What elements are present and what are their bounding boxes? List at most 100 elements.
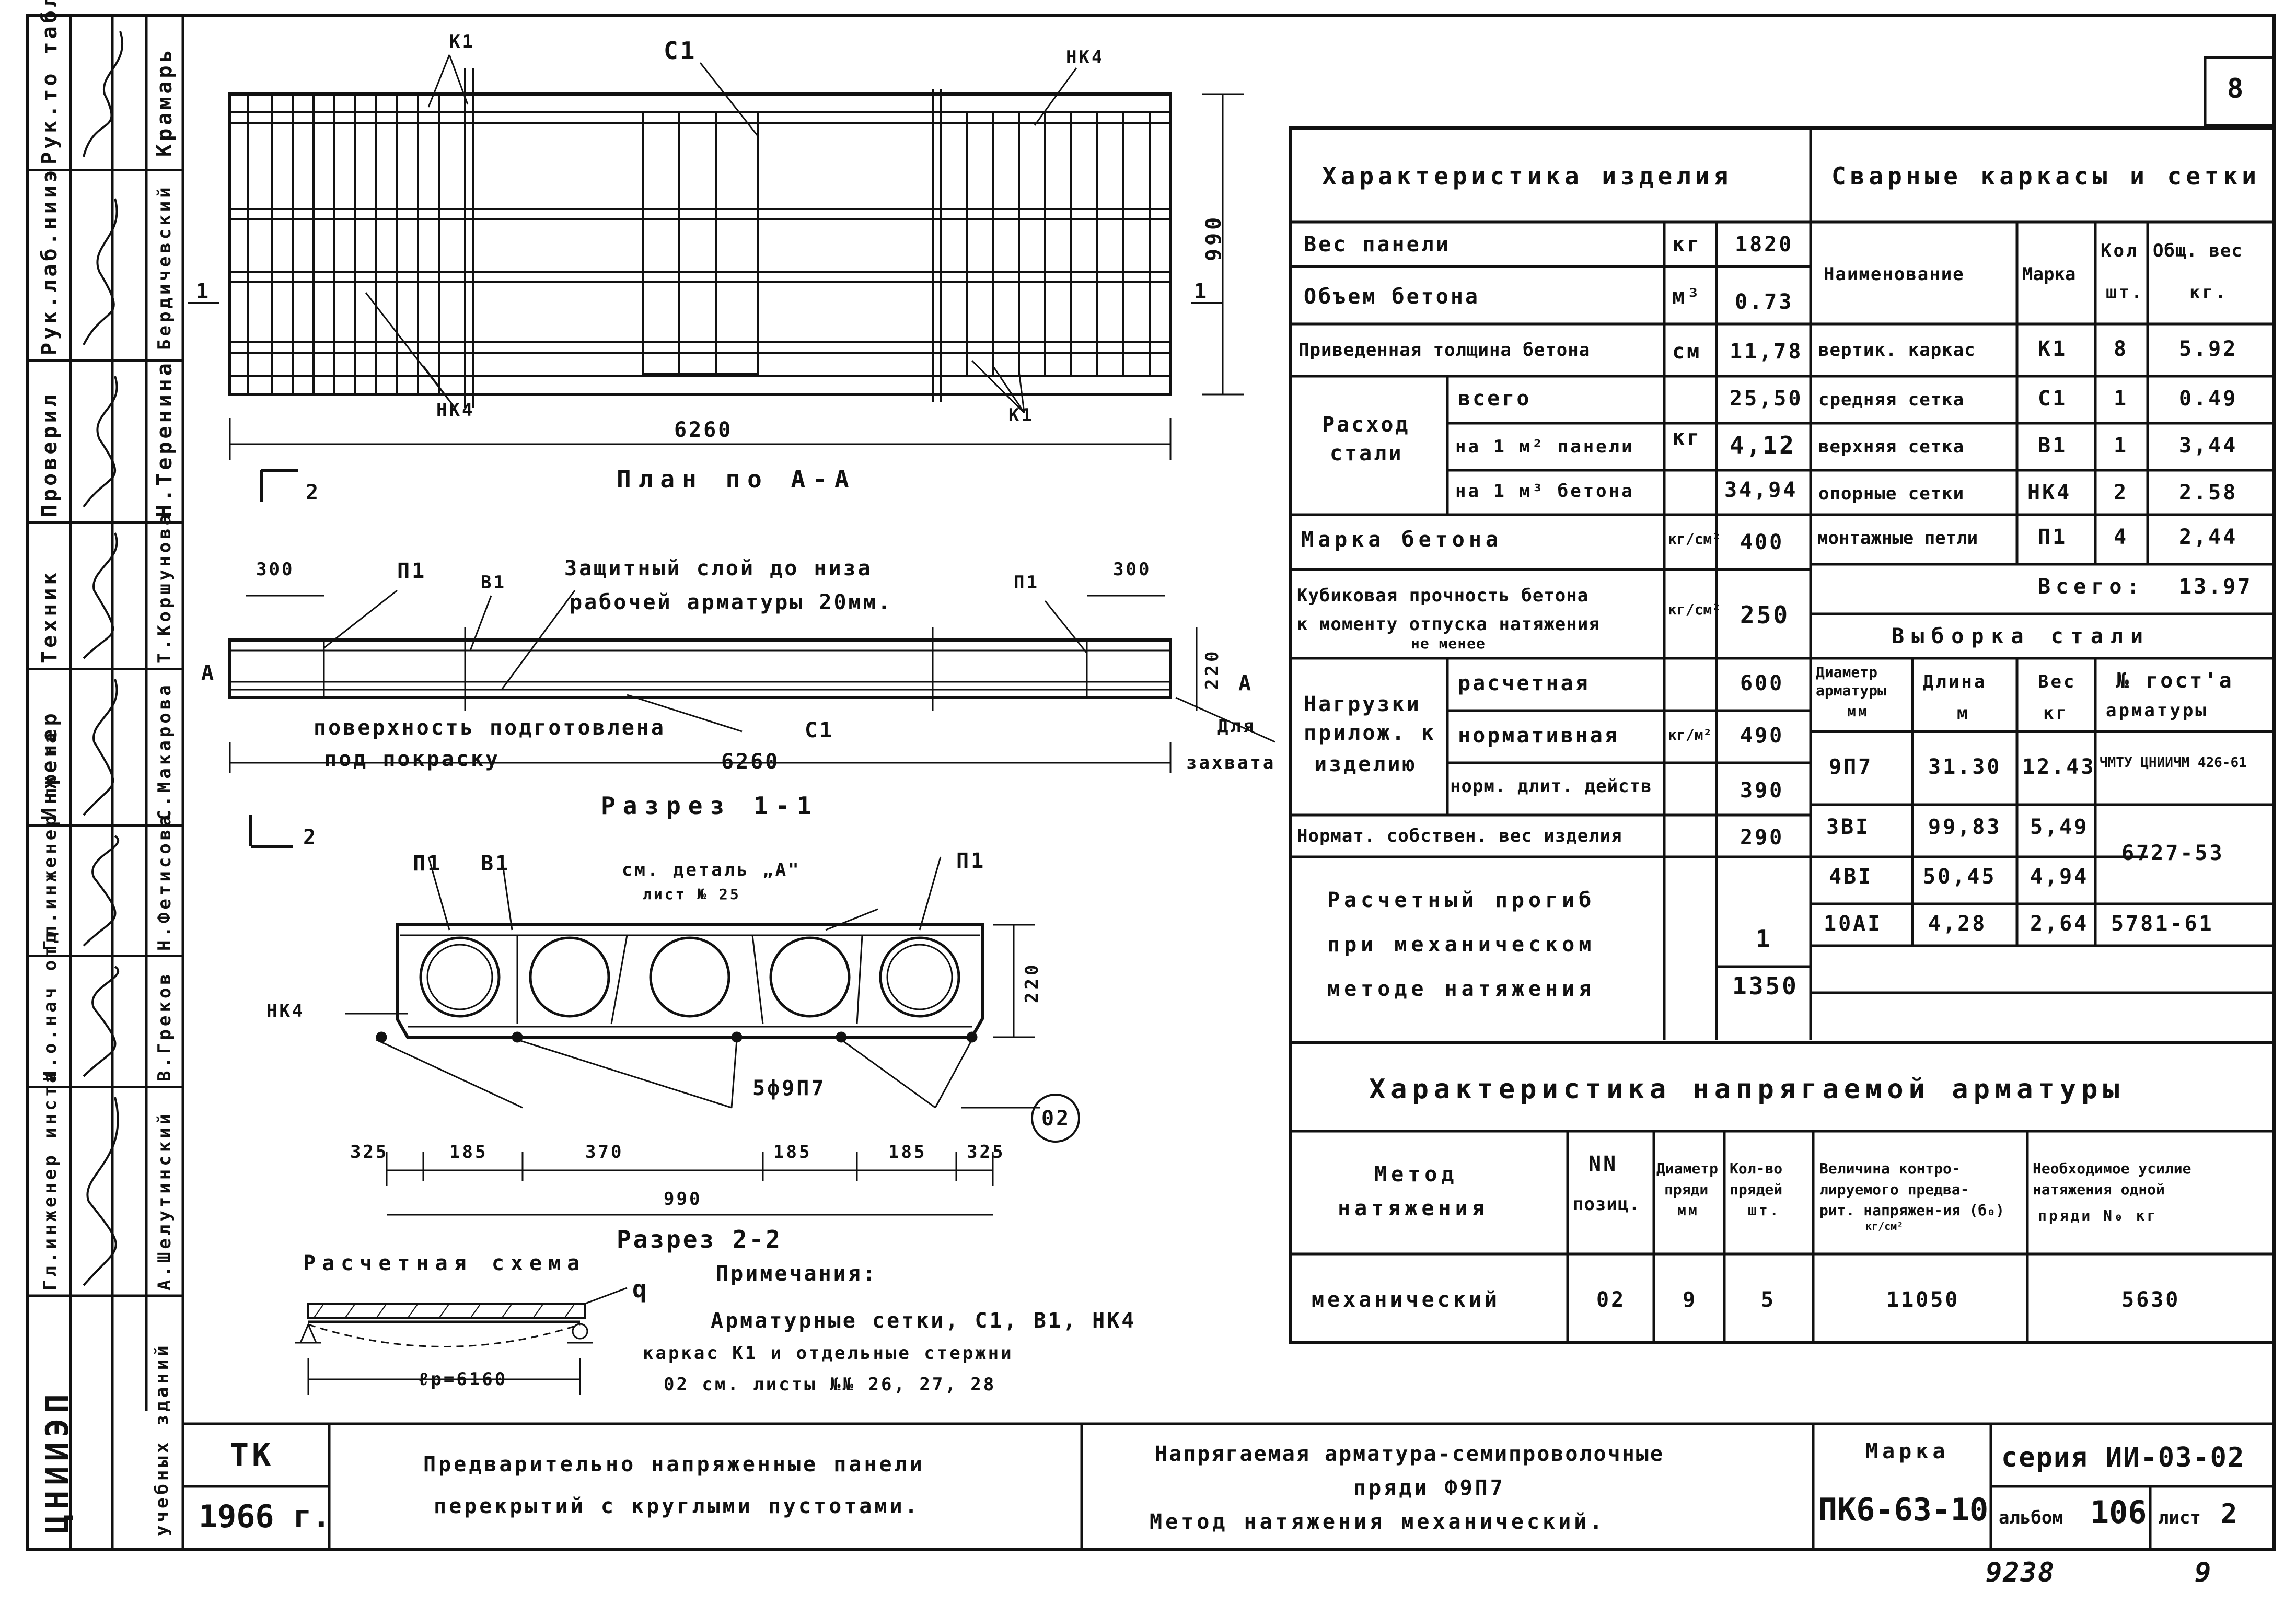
tension-col-force-3: пряди N₀ кг bbox=[2038, 1207, 2158, 1224]
steel-use-unit: кг bbox=[1672, 426, 1702, 450]
steel-total-label: всего bbox=[1458, 387, 1532, 411]
plan-title: План по А-А bbox=[617, 465, 856, 493]
plan-arrow-2: 2 bbox=[306, 481, 321, 505]
tension-col-ctrl-2: лируемого предва- bbox=[1819, 1181, 1969, 1198]
cube-unit: кг/см² bbox=[1668, 601, 1721, 618]
tension-col-diam-2: пряди bbox=[1664, 1181, 1709, 1198]
frames-row-2-weight: 0.49 bbox=[2179, 387, 2238, 411]
tension-col-count-3: шт. bbox=[1748, 1202, 1781, 1219]
frames-row-4-mark: НК4 bbox=[2027, 481, 2072, 505]
load-q: q bbox=[632, 1275, 649, 1303]
dim-185-b: 185 bbox=[773, 1142, 812, 1163]
dim-6260: 6260 bbox=[674, 418, 733, 442]
steel-row-4-gost: 5781-61 bbox=[2111, 912, 2214, 936]
tension-col-method-1: Метод bbox=[1374, 1163, 1458, 1187]
dim-990: 990 bbox=[1202, 214, 1226, 261]
dim-990-b: 990 bbox=[664, 1189, 702, 1210]
row-volume-label: Объем бетона bbox=[1304, 285, 1480, 309]
dim-370: 370 bbox=[585, 1142, 624, 1163]
load-norm-label: нормативная bbox=[1458, 724, 1619, 748]
section-11-title: Разрез 1-1 bbox=[601, 792, 819, 820]
steel-use-label-2: стали bbox=[1330, 441, 1404, 466]
tension-col-method-2: натяжения bbox=[1338, 1196, 1489, 1221]
steel-table-header: Выборка стали bbox=[1892, 624, 2151, 648]
steel-row-3-diam: 4ВI bbox=[1829, 865, 1873, 889]
steel-row-2-gost: 6727-53 bbox=[2121, 841, 2224, 865]
tension-row-pos: 02 bbox=[1596, 1288, 1626, 1312]
institute-name: ЦНИИЭП bbox=[39, 1389, 76, 1533]
title-line-1: Предварительно напряженные панели bbox=[423, 1452, 925, 1477]
label-p1-c: П1 bbox=[413, 852, 443, 876]
frames-col-name: Наименование bbox=[1824, 264, 1965, 285]
album-value: 106 bbox=[2090, 1494, 2147, 1531]
steel-row-1-wt: 12.43 bbox=[2022, 755, 2096, 779]
desc-line-2: пряди Ф9П7 bbox=[1353, 1476, 1505, 1500]
tension-col-diam-3: мм bbox=[1677, 1202, 1699, 1219]
note-3: 02 см. листы №№ 26, 27, 28 bbox=[664, 1374, 996, 1395]
label-nk4-bottom: НК4 bbox=[436, 400, 475, 421]
label-k1-bottom: К1 bbox=[1008, 405, 1034, 426]
frames-row-3-qty: 1 bbox=[2114, 434, 2129, 458]
steel-col-len-2: м bbox=[1957, 703, 1970, 724]
handwritten-number: 9238 bbox=[1986, 1557, 2056, 1588]
frames-row-1-weight: 5.92 bbox=[2179, 337, 2238, 361]
tension-col-count-2: прядей bbox=[1730, 1181, 1783, 1198]
institute-sub: учебных зданий bbox=[152, 1342, 172, 1536]
load-unit: кг/м² bbox=[1668, 726, 1712, 743]
frames-row-1-name: вертик. каркас bbox=[1818, 340, 1976, 361]
marka-value: ПК6-63-10 bbox=[1818, 1492, 1989, 1528]
section-arrow-2b: 2 bbox=[303, 826, 318, 850]
tension-row-count: 5 bbox=[1761, 1288, 1776, 1312]
dim-325-left: 325 bbox=[350, 1142, 389, 1163]
steel-col-diam-1: Диаметр bbox=[1816, 664, 1878, 681]
frames-row-5-mark: П1 bbox=[2038, 525, 2068, 549]
row-volume-unit: м³ bbox=[1672, 285, 1702, 309]
cube-label-1: Кубиковая прочность бетона bbox=[1297, 585, 1589, 606]
grade-unit: кг/см² bbox=[1668, 530, 1721, 548]
section-22-title: Разрез 2-2 bbox=[617, 1225, 782, 1253]
steel-row-2-len: 99,83 bbox=[1928, 815, 2002, 839]
row-weight-unit: кг bbox=[1672, 233, 1702, 257]
dim-185-c: 185 bbox=[888, 1142, 927, 1163]
dim-185-a: 185 bbox=[449, 1142, 488, 1163]
steel-row-3-len: 50,45 bbox=[1923, 865, 1997, 889]
position-marker-02: 02 bbox=[1041, 1107, 1071, 1131]
tension-col-ctrl-1: Величина контро- bbox=[1819, 1160, 1961, 1177]
label-c1-top: С1 bbox=[664, 37, 697, 65]
title-year: 1966 г. bbox=[199, 1498, 331, 1535]
tension-col-ctrl-3: рит. напряжен-ия (б₀) bbox=[1819, 1202, 2005, 1219]
load-label-2: прилож. к bbox=[1304, 721, 1436, 745]
deflection-numerator: 1 bbox=[1756, 925, 1772, 953]
frames-total-value: 13.97 bbox=[2179, 575, 2253, 599]
protect-note-2: рабочей арматуры 20мм. bbox=[570, 590, 892, 614]
title-tk: ТК bbox=[230, 1437, 274, 1473]
label-k1-top: К1 bbox=[449, 31, 475, 52]
frames-row-5-qty: 4 bbox=[2114, 525, 2129, 549]
row-volume-value: 0.73 bbox=[1735, 290, 1794, 314]
dim-300-right: 300 bbox=[1113, 559, 1152, 580]
load-label-3: изделию bbox=[1314, 752, 1417, 776]
section-a-right: А bbox=[1238, 671, 1254, 695]
tension-col-force-2: натяжения одной bbox=[2033, 1181, 2165, 1198]
steel-row-1-diam: 9П7 bbox=[1829, 755, 1873, 779]
steel-row-4-diam: 10АI bbox=[1824, 912, 1883, 936]
grab-note-2: захвата bbox=[1186, 752, 1276, 773]
cube-label-3: не менее bbox=[1411, 635, 1486, 652]
frames-row-2-mark: С1 bbox=[2038, 387, 2068, 411]
row-weight-value: 1820 bbox=[1735, 233, 1794, 257]
row-thickness-value: 11,78 bbox=[1730, 340, 1803, 364]
frames-row-5-name: монтажные петли bbox=[1817, 528, 1978, 549]
steel-col-wt-1: Вес bbox=[2038, 671, 2077, 692]
frames-row-2-name: средняя сетка bbox=[1818, 389, 1965, 410]
label-p1-a: П1 bbox=[397, 559, 427, 583]
steel-row-1-gost: ЧМТУ ЦНИИЧМ 426-61 bbox=[2100, 755, 2247, 771]
cube-label-2: к моменту отпуска натяжения bbox=[1297, 614, 1600, 635]
product-table-header: Характеристика изделия bbox=[1322, 162, 1733, 190]
load-long-value: 390 bbox=[1740, 778, 1784, 803]
design-scheme-title: Расчетная схема bbox=[303, 1251, 586, 1275]
grab-note-1: Для bbox=[1217, 716, 1256, 737]
dim-220: 220 bbox=[1202, 648, 1223, 690]
frames-row-4-name: опорные сетки bbox=[1818, 483, 1965, 504]
